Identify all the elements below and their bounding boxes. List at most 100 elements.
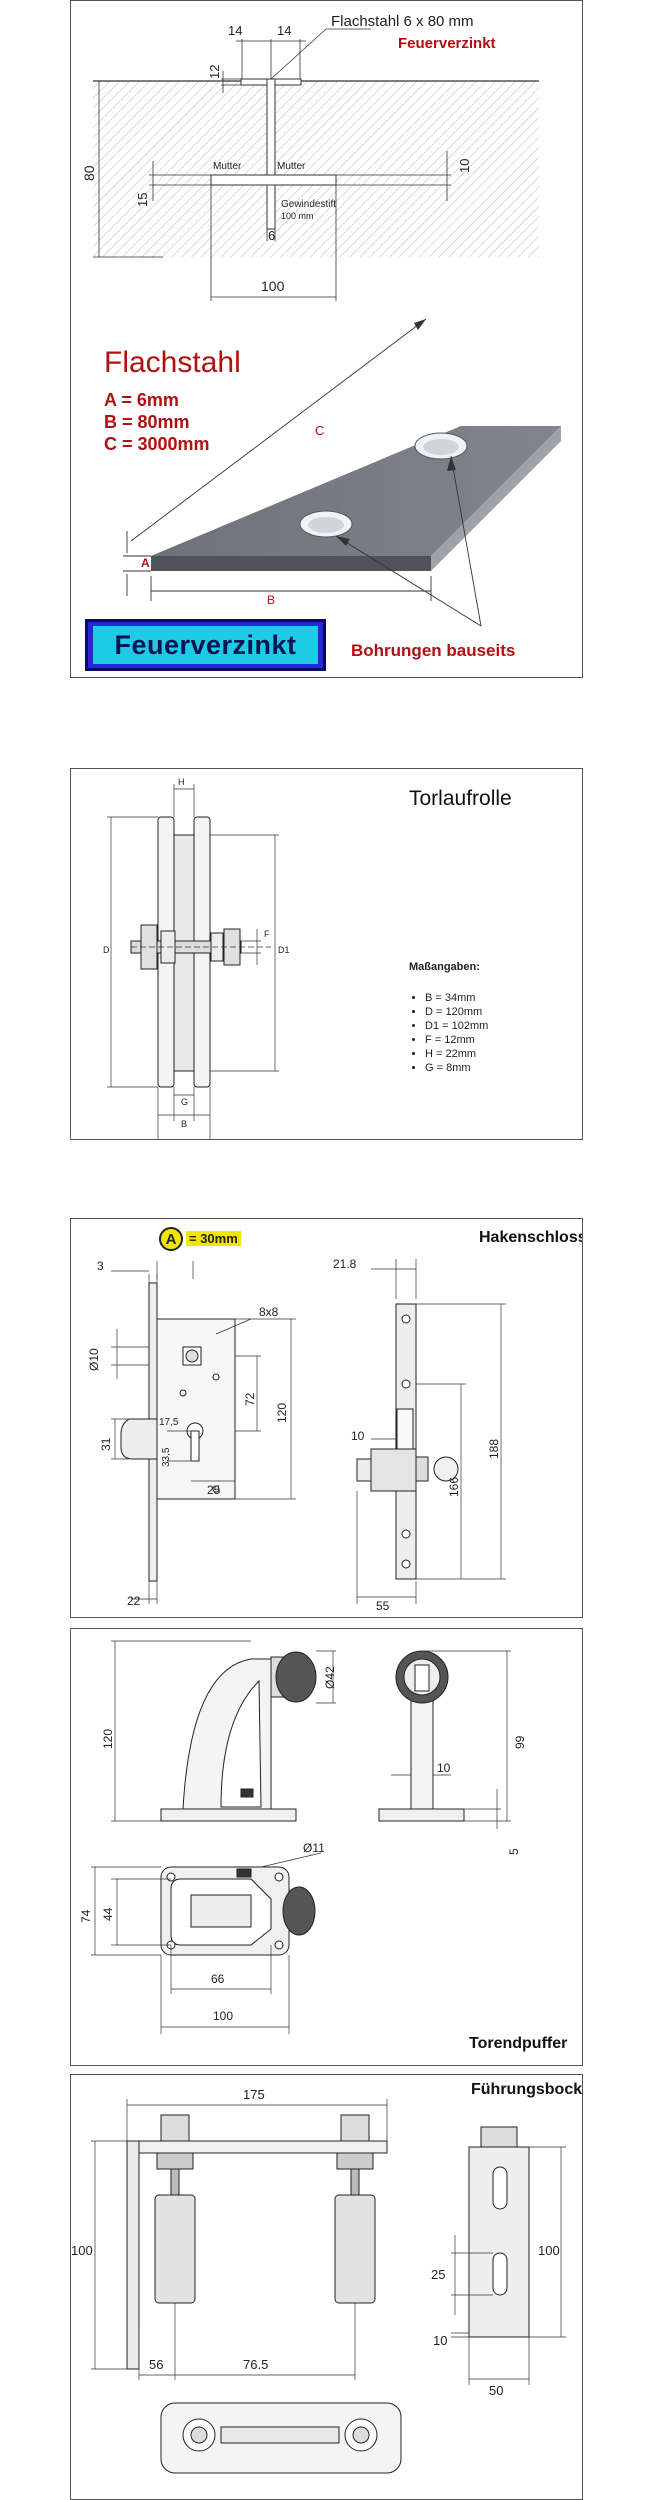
dim-letter-f: F	[264, 929, 270, 939]
label-gewindestift: Gewindestift	[281, 199, 337, 210]
dim-76-5: 76.5	[243, 2357, 269, 2372]
dim-44: 44	[101, 1907, 115, 1921]
dim-diameter-42: Ø42	[323, 1666, 337, 1689]
dim-56: 56	[149, 2357, 164, 2372]
dim-50: 50	[489, 2383, 504, 2398]
dim-10: 10	[351, 1429, 365, 1443]
dim-166: 166	[447, 1476, 461, 1497]
hakenschloss-panel: A = 30mm Hakenschloss 3 Ø10 8x8 21.8 72 …	[70, 1218, 583, 1618]
spec-item: D = 120mm	[425, 1005, 488, 1019]
dim-99: 99	[513, 1735, 527, 1749]
dim-8x8: 8x8	[259, 1305, 279, 1319]
dim-74: 74	[79, 1909, 93, 1923]
finish-header: Feuerverzinkt	[398, 35, 496, 52]
slot-top	[492, 2166, 508, 2210]
dim-100-right: 100	[538, 2243, 560, 2258]
buffer-rubber-top	[282, 1886, 316, 1936]
dim-12: 12	[207, 64, 222, 79]
dim-10: 10	[433, 2333, 448, 2348]
dim-6: 6	[268, 228, 276, 243]
dim-21-8: 21.8	[333, 1257, 357, 1271]
angle-side-flange	[126, 2140, 140, 2370]
dim-120: 120	[275, 1402, 289, 1423]
spec-a: A = 6mm	[104, 390, 179, 410]
spec-item: F = 12mm	[425, 1033, 488, 1047]
specs-heading: Maßangaben:	[409, 961, 480, 973]
spec-item: G = 8mm	[425, 1061, 488, 1075]
dim-letter-d1: D1	[278, 945, 290, 955]
title-fuehrungsbock: Führungsbock	[471, 2081, 583, 2098]
title-torlaufrolle: Torlaufrolle	[409, 787, 512, 810]
dim-3: 3	[97, 1259, 104, 1273]
angle-top-flange	[126, 2140, 388, 2154]
lock-body-left	[156, 1318, 236, 1500]
spec-item: B = 34mm	[425, 991, 488, 1005]
title-flachstahl: Flachstahl	[104, 346, 241, 379]
dim-55: 55	[376, 1599, 390, 1613]
dim-letter-h: H	[178, 777, 185, 787]
dim-33-5: 33,5	[161, 1447, 172, 1467]
fuehrungsbock-panel: Führungsbock 175 100 100 25 56 76.5 10 5…	[70, 2074, 583, 2500]
dim-10: 10	[457, 158, 472, 173]
dim-14a: 14	[228, 23, 243, 38]
flachstahl-drawing	[93, 28, 561, 627]
dim-14b: 14	[277, 23, 292, 38]
torendpuffer-drawing	[91, 1640, 511, 2034]
dim-25: 25	[431, 2267, 446, 2282]
dim-72: 72	[243, 1392, 257, 1406]
badge-a-text: = 30mm	[186, 1231, 241, 1246]
dim-100: 100	[213, 2009, 234, 2023]
flachstahl-specs: A = 6mm B = 80mm C = 3000mm	[104, 389, 210, 455]
dim-10: 10	[437, 1761, 451, 1775]
nut-plate	[210, 174, 337, 186]
dim-25: 25	[207, 1483, 221, 1497]
lock-body-right	[370, 1448, 417, 1492]
dim-17-5: 17,5	[159, 1417, 179, 1428]
dim-188: 188	[487, 1438, 501, 1459]
dim-31: 31	[99, 1437, 113, 1451]
dim-letter-b: B	[267, 593, 276, 607]
torendpuffer-panel: Ø42 120 99 10 Ø11 5 74 44 66 100 Torendp…	[70, 1628, 583, 2066]
buffer-rubber-side	[275, 1651, 317, 1703]
torlaufrolle-specs: B = 34mm D = 120mm D1 = 102mm F = 12mm H…	[411, 991, 488, 1075]
flachstahl-panel: Flachstahl 6 x 80 mm Feuerverzinkt 14 14…	[70, 0, 583, 678]
dim-22: 22	[127, 1594, 141, 1608]
dim-letter-g: G	[181, 1097, 189, 1107]
dim-letter-d: D	[103, 945, 110, 955]
roller-right	[334, 2194, 376, 2304]
spec-b: B = 80mm	[104, 412, 190, 432]
dim-letter-a: A	[141, 556, 150, 570]
roller-left	[154, 2194, 196, 2304]
dim-100: 100	[261, 278, 285, 294]
title-torendpuffer: Torendpuffer	[469, 2035, 568, 2052]
torlaufrolle-panel: H D F D1 G B Torlaufrolle Maßangaben: B …	[70, 768, 583, 1140]
threaded-rod	[266, 78, 276, 230]
hook	[120, 1418, 158, 1460]
spec-c: C = 3000mm	[104, 434, 210, 454]
dim-100-left: 100	[71, 2243, 93, 2258]
bohrungen-label: Bohrungen bauseits	[351, 641, 516, 660]
spec-item: H = 22mm	[425, 1047, 488, 1061]
title-hakenschloss: Hakenschloss	[479, 1229, 583, 1246]
spec-header: Flachstahl 6 x 80 mm	[331, 13, 474, 30]
fuehrungsbock-drawing	[91, 2099, 566, 2474]
dim-175: 175	[243, 2087, 265, 2102]
label-mutter-2: Mutter	[277, 161, 306, 172]
dim-letter-b: B	[181, 1119, 188, 1129]
hakenschloss-drawing	[111, 1259, 506, 1604]
base-plate-side	[160, 1808, 297, 1822]
label-mutter-1: Mutter	[213, 161, 242, 172]
dim-diameter-10: Ø10	[87, 1348, 101, 1371]
dim-letter-c: C	[315, 423, 325, 438]
dim-66: 66	[211, 1972, 225, 1986]
dim-120: 120	[101, 1728, 115, 1749]
feuerverzinkt-badge-text: Feuerverzinkt	[114, 629, 297, 660]
post-front	[410, 1698, 434, 1810]
dim-diameter-11: Ø11	[303, 1841, 325, 1855]
base-plate-front	[378, 1808, 465, 1822]
concrete-hatch	[93, 81, 539, 257]
dim-80: 80	[81, 165, 97, 181]
slot-bottom	[492, 2252, 508, 2296]
feuerverzinkt-badge: Feuerverzinkt	[85, 619, 326, 671]
spec-item: D1 = 102mm	[425, 1019, 488, 1033]
